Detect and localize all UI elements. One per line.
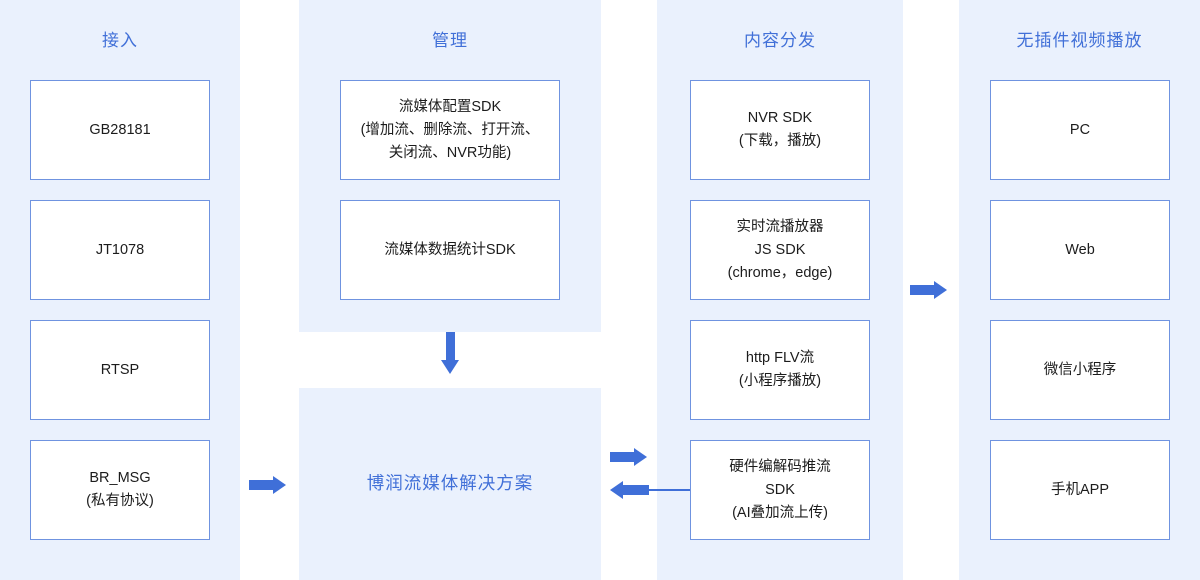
manage-box-stats-sdk[interactable]: 流媒体数据统计SDK [340,200,560,300]
manage-box-stats-sdk-label: 流媒体数据统计SDK [384,241,516,258]
arrow-head [273,476,286,494]
access-box-jt1078-label: JT1078 [95,241,145,258]
arrow-shaft [446,332,455,362]
play-box-pc-label: PC [1069,121,1091,138]
access-box-rtsp[interactable]: RTSP [30,320,210,420]
access-box-br-msg[interactable]: BR_MSG (私有协议) [30,440,210,540]
play-box-wechat-miniprogram-label: 微信小程序 [1043,361,1117,378]
play-box-wechat-miniprogram[interactable]: 微信小程序 [990,320,1170,420]
content-box-js-sdk[interactable]: 实时流播放器 JS SDK (chrome，edge) [690,200,870,300]
content-box-nvr-sdk[interactable]: NVR SDK (下载，播放) [690,80,870,180]
solution-label: 博润流媒体解决方案 [366,473,534,493]
access-box-gb28181[interactable]: GB28181 [30,80,210,180]
arrow-shaft [249,480,275,490]
play-box-mobile-app-label: 手机APP [1050,481,1109,498]
access-box-gb28181-label: GB28181 [89,121,151,138]
content-box-nvr-sdk-label: NVR SDK (下载，播放) [738,110,822,149]
column-title-play: 无插件视频播放 [1016,31,1143,50]
access-box-rtsp-label: RTSP [100,361,140,378]
arrow-head [934,281,947,299]
column-title-content: 内容分发 [744,31,816,50]
column-title-manage: 管理 [432,31,468,50]
play-box-web-label: Web [1065,241,1095,258]
access-box-br-msg-label: BR_MSG (私有协议) [86,470,154,509]
manage-box-config-sdk-label: 流媒体配置SDK (增加流、删除流、打开流、 关闭流、NVR功能) [360,98,540,161]
arrow-access-to-solution-icon [249,476,288,494]
content-box-hardware-push-sdk[interactable]: 硬件编解码推流 SDK (AI叠加流上传) [690,440,870,540]
content-box-http-flv[interactable]: http FLV流 (小程序播放) [690,320,870,420]
play-box-mobile-app[interactable]: 手机APP [990,440,1170,540]
column-title-access: 接入 [102,31,138,50]
arrow-shaft [910,285,936,295]
content-box-js-sdk-label: 实时流播放器 JS SDK (chrome，edge) [727,218,833,281]
arrow-content-to-play-icon [910,281,949,299]
manage-box-config-sdk[interactable]: 流媒体配置SDK (增加流、删除流、打开流、 关闭流、NVR功能) [340,80,560,180]
arrow-manage-to-solution-icon [441,332,460,376]
play-box-pc[interactable]: PC [990,80,1170,180]
arrow-content-to-solution-icon [610,481,649,499]
arrow-head [634,448,647,466]
arrow-solution-to-content-icon [610,448,649,466]
content-box-http-flv-label: http FLV流 (小程序播放) [738,350,822,389]
play-box-web[interactable]: Web [990,200,1170,300]
column-band-solution [299,388,601,580]
access-box-jt1078[interactable]: JT1078 [30,200,210,300]
arrow-shaft [610,452,636,462]
arrow-head [441,360,459,374]
content-box-hardware-push-sdk-label: 硬件编解码推流 SDK (AI叠加流上传) [729,458,831,521]
connector-content-to-solution [648,489,690,491]
arrow-head [610,481,623,499]
arrow-shaft [623,485,649,495]
